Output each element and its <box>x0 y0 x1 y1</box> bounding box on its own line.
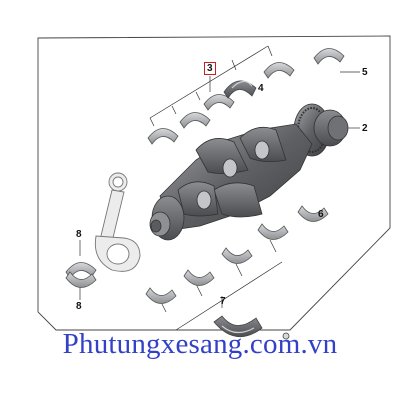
bearing-shell-lower-1 <box>145 287 177 304</box>
assembly-frame <box>37 35 391 331</box>
callout-8-upper: 8 <box>76 229 82 240</box>
bearing-shell-upper-4 <box>263 62 295 79</box>
callout-2: 2 <box>362 123 368 134</box>
callout-8-lower: 8 <box>76 301 82 312</box>
lower-main-bearing-shells <box>145 205 329 304</box>
bearing-shell-upper-3 <box>203 94 235 111</box>
bearing-shell-lower-3 <box>221 247 253 264</box>
watermark-text: Phutungxesang.com.vn <box>62 328 338 360</box>
connecting-rod <box>94 172 141 272</box>
bearing-shell-lower-4 <box>257 223 289 240</box>
callout-4: 4 <box>258 83 264 94</box>
bearing-shell-upper-2 <box>179 112 211 129</box>
conrod-bearing-shells <box>65 262 97 288</box>
bearing-shell-upper-5 <box>313 48 345 65</box>
crankshaft <box>149 103 349 241</box>
bearing-shell-lower-2 <box>183 269 215 286</box>
upper-main-bearing-shells <box>147 48 345 145</box>
callout-7: 7 <box>220 296 226 307</box>
thrust-bearing <box>223 80 257 99</box>
callout-5: 5 <box>362 67 368 78</box>
bearing-shell-upper-1 <box>147 128 179 145</box>
callout-3: 3 <box>204 62 216 75</box>
lower-thrust-bearing <box>213 315 290 340</box>
callout-6: 6 <box>318 209 324 220</box>
conrod-shell-lower <box>65 271 97 288</box>
bearing-shell-lower-6 <box>297 205 329 222</box>
